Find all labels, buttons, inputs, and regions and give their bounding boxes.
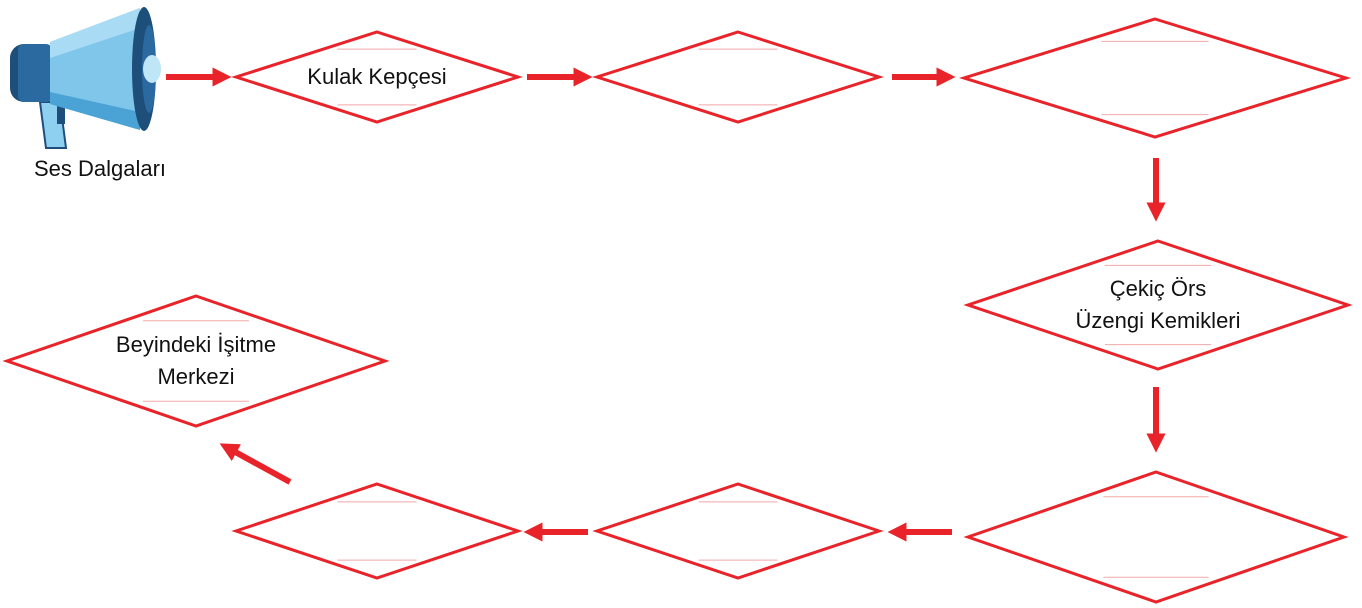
node-label-line: Kulak Kepçesi	[307, 64, 447, 89]
diagram-node-1	[231, 30, 523, 124]
diagram-node-4	[963, 239, 1353, 371]
diagram-node-5	[963, 470, 1349, 604]
diagram-node-7	[231, 482, 523, 580]
diagram-node-8	[2, 294, 390, 428]
node-label-line: Merkezi	[157, 364, 235, 389]
diagram-node-2	[592, 30, 884, 124]
source-label: Ses Dalgaları	[33, 156, 167, 181]
node-label-line: Üzengi Kemikleri	[1075, 308, 1241, 333]
node-label-line: Çekiç Örs	[1109, 276, 1207, 301]
diagram-node-6	[592, 482, 884, 580]
node-label-1: Kulak Kepçesi	[227, 32, 527, 122]
arrow-icon	[219, 443, 292, 485]
node-label-line: Beyindeki İşitme	[115, 332, 277, 357]
diagram-node-3	[958, 17, 1352, 139]
megaphone-icon	[10, 7, 161, 149]
